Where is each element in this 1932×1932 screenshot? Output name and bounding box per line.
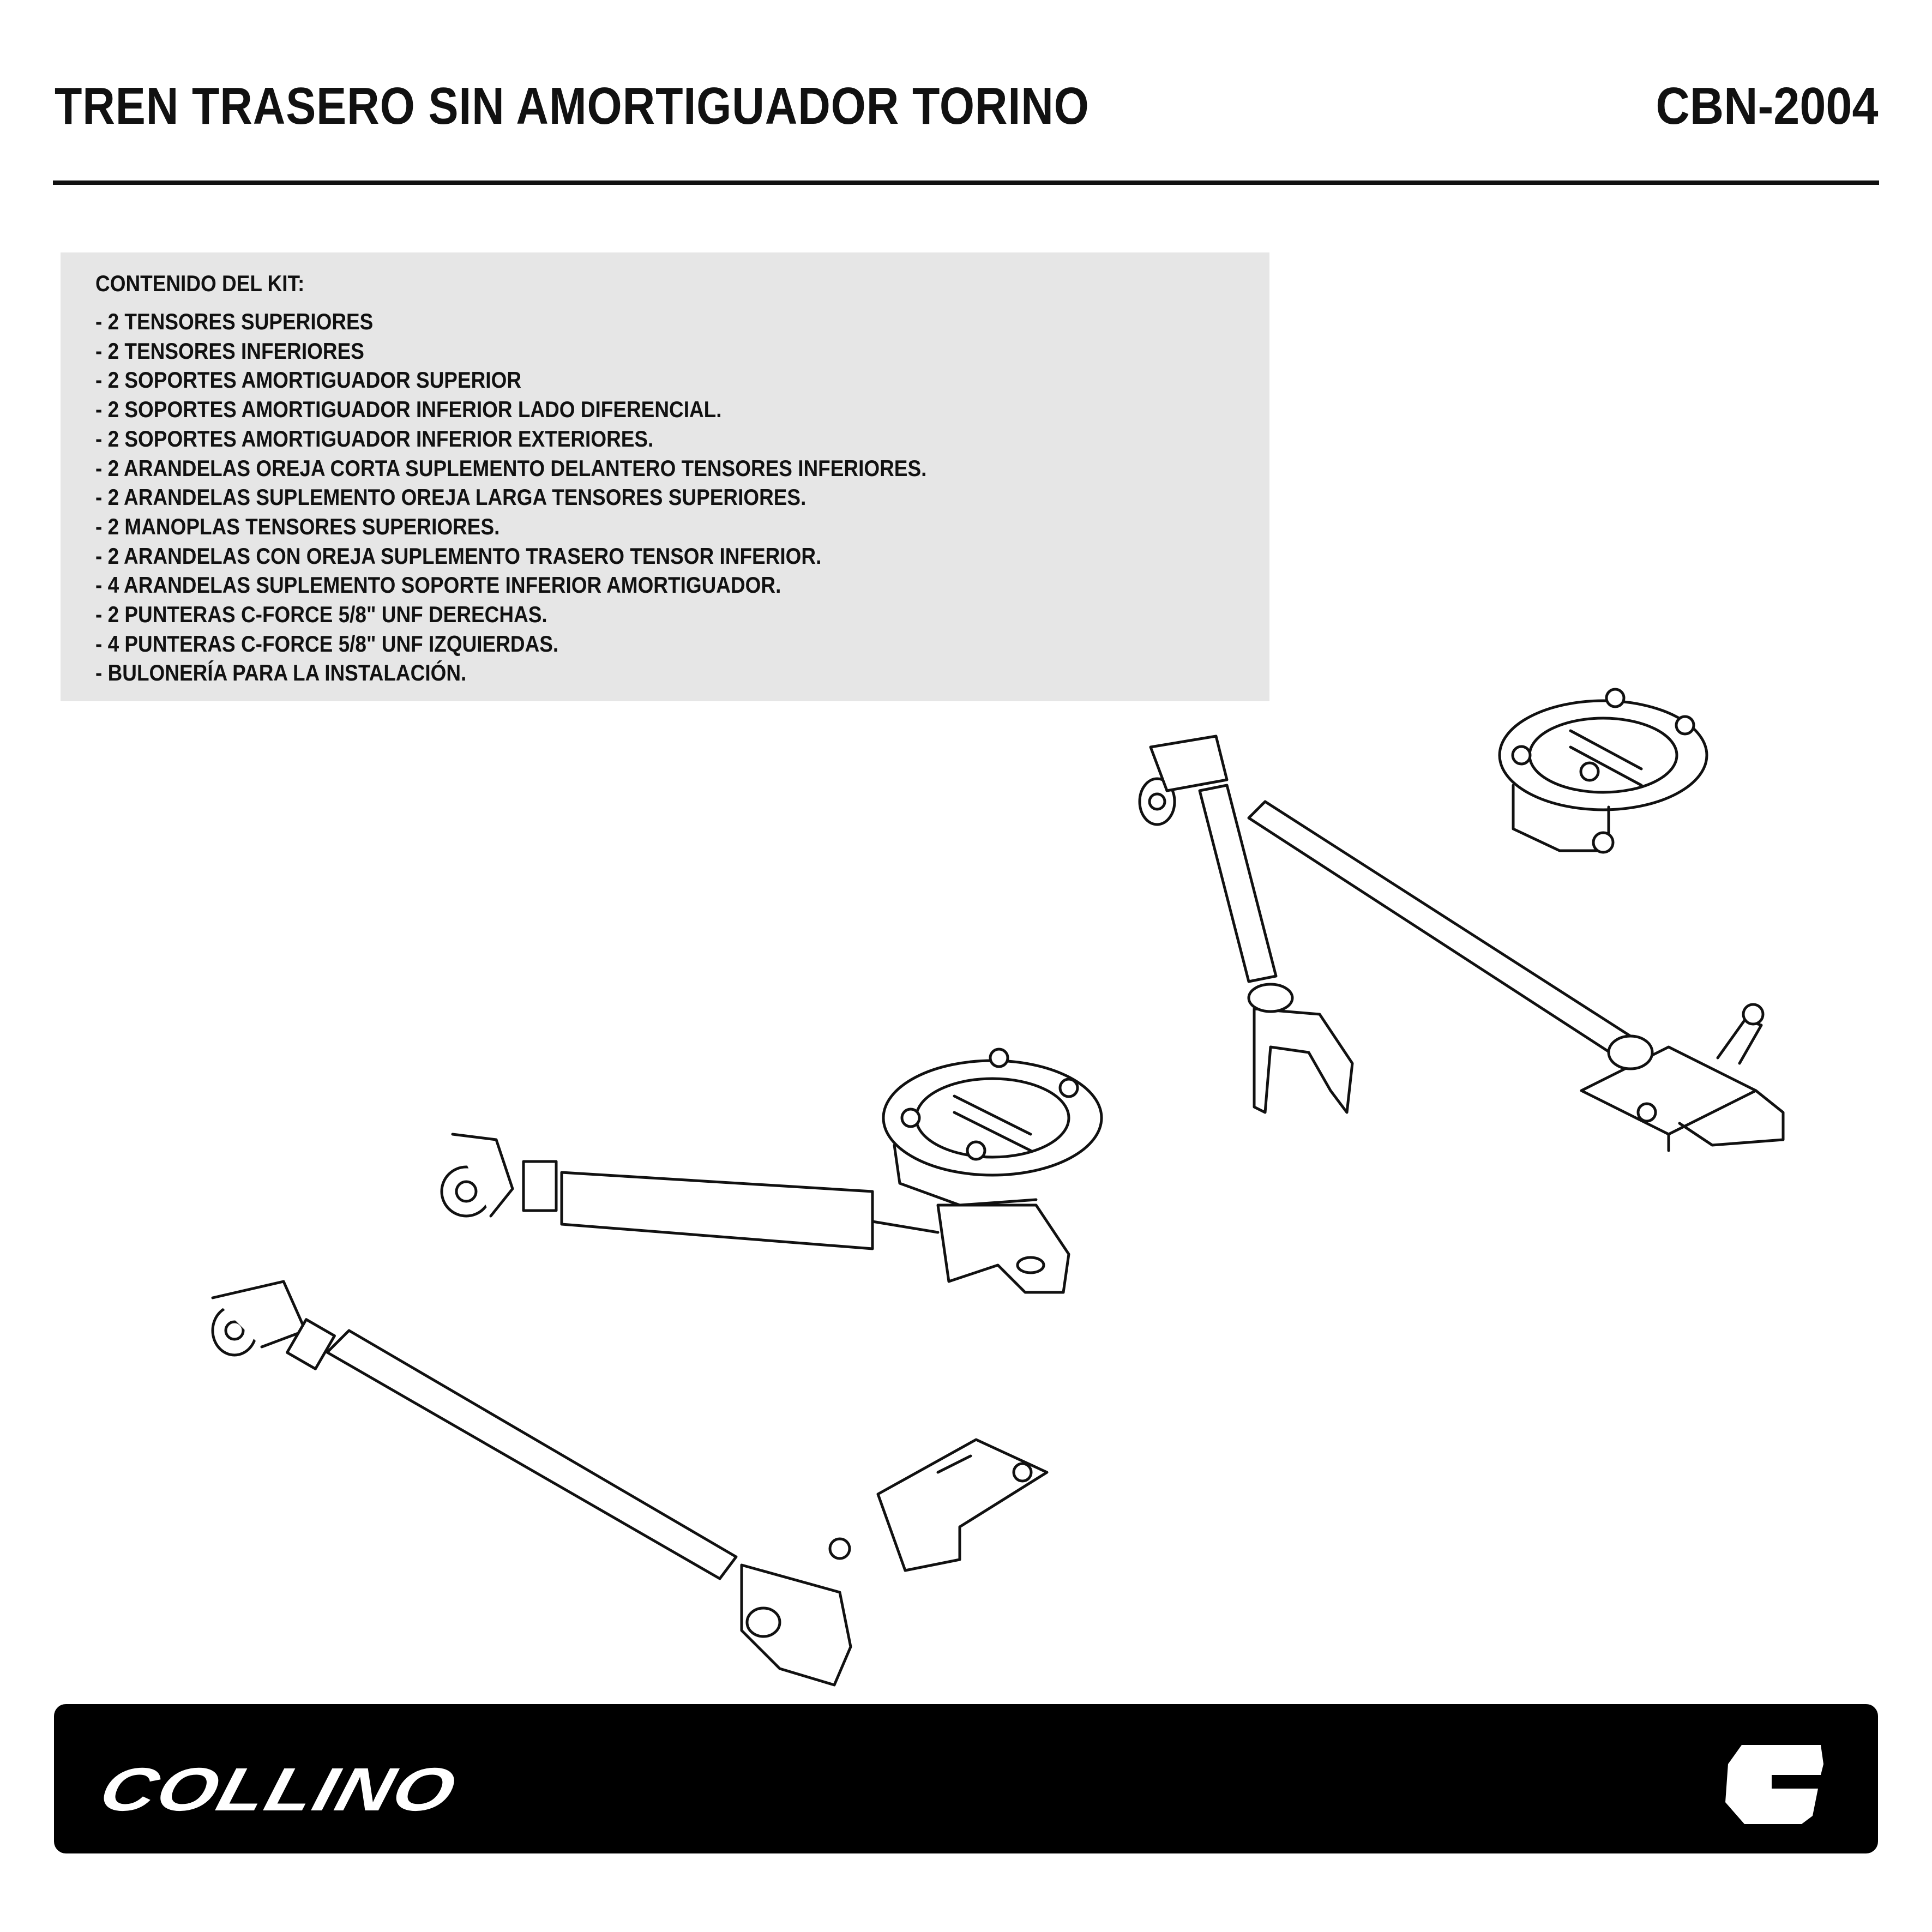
kit-item: - 4 ARANDELAS SUPLEMENTO SOPORTE INFERIO… <box>95 572 781 598</box>
kit-item: - 2 ARANDELAS CON OREJA SUPLEMENTO TRASE… <box>95 543 822 569</box>
header-divider <box>53 180 1879 185</box>
kit-item: - 2 SOPORTES AMORTIGUADOR INFERIOR LADO … <box>95 396 722 423</box>
kit-item: - 2 PUNTERAS C-FORCE 5/8" UNF DERECHAS. <box>95 601 547 628</box>
upper-tensor-left <box>440 1133 1070 1294</box>
lower-tensor-left <box>211 1280 1049 1687</box>
kit-heading: CONTENIDO DEL KIT: <box>95 270 305 296</box>
footer-bar: COLLINO <box>54 1704 1878 1853</box>
collino-c-logo-icon <box>1725 1745 1823 1824</box>
kit-item: - 2 ARANDELAS SUPLEMENTO OREJA LARGA TEN… <box>95 484 806 510</box>
lower-tensor-right <box>1247 800 1785 1152</box>
kit-item: - 2 ARANDELAS OREJA CORTA SUPLEMENTO DEL… <box>95 455 927 481</box>
product-code: CBN-2004 <box>1656 77 1879 135</box>
upper-shock-mount-left <box>882 1048 1103 1207</box>
kit-contents-box: CONTENIDO DEL KIT: - 2 TENSORES SUPERIOR… <box>61 252 1269 701</box>
kit-item: - 2 SOPORTES AMORTIGUADOR INFERIOR EXTER… <box>95 425 654 452</box>
kit-item: - 4 PUNTERAS C-FORCE 5/8" UNF IZQUIERDAS… <box>95 630 559 657</box>
kit-item: - 2 TENSORES SUPERIORES <box>95 309 374 334</box>
upper-shock-mount-right <box>1498 688 1708 854</box>
kit-item: - 2 TENSORES INFERIORES <box>95 338 364 364</box>
brand-logo: COLLINO <box>93 1755 464 1823</box>
kit-item: - 2 MANOPLAS TENSORES SUPERIORES. <box>95 513 500 539</box>
kit-item: - 2 SOPORTES AMORTIGUADOR SUPERIOR <box>95 367 522 393</box>
upper-tensor-right <box>1138 735 1354 1114</box>
kit-item: - BULONERÍA PARA LA INSTALACIÓN. <box>95 660 467 686</box>
page-title: TREN TRASERO SIN AMORTIGUADOR TORINO <box>55 77 1090 135</box>
kit-list: - 2 TENSORES SUPERIORES - 2 TENSORES INFE… <box>95 307 926 688</box>
